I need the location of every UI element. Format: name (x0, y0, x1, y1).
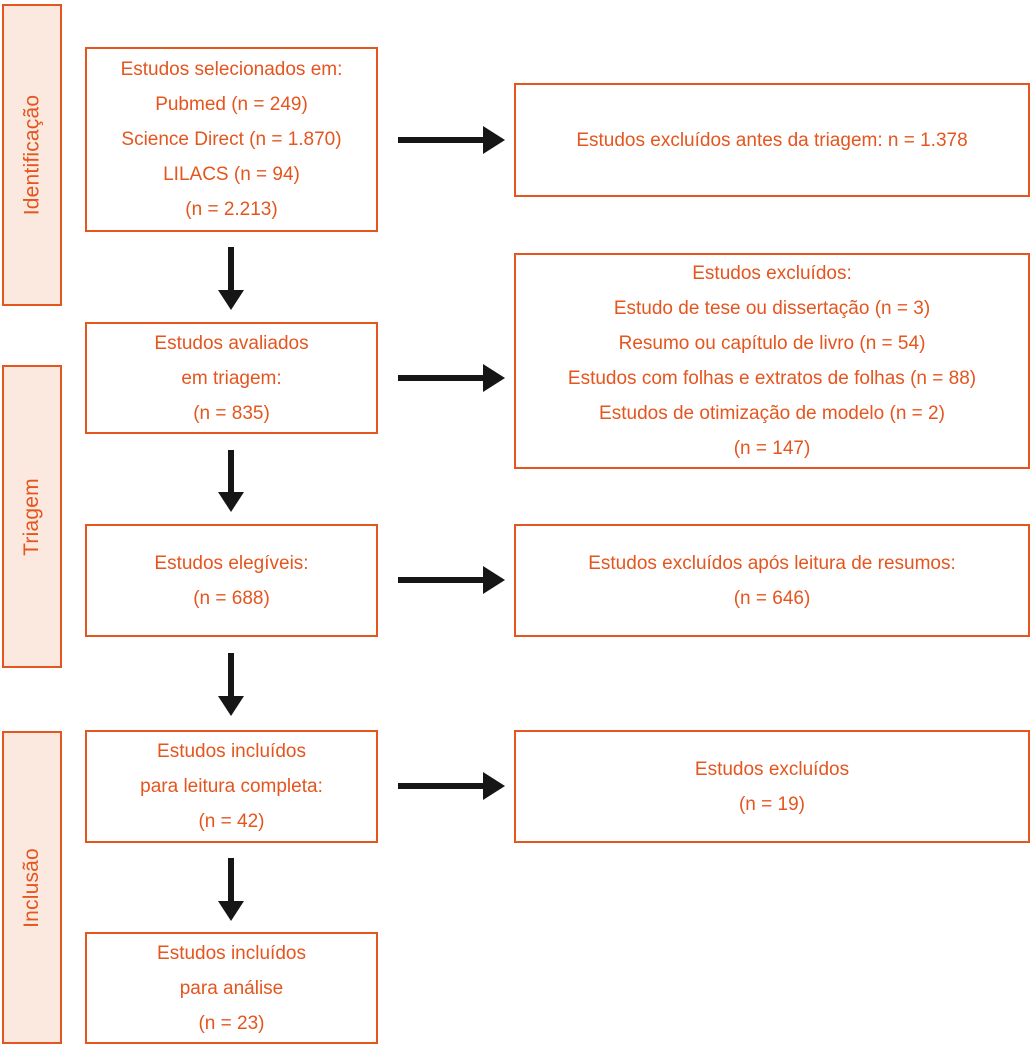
stage-identification-label: Identificação (20, 94, 44, 216)
box-line: (n = 42) (198, 811, 265, 832)
box-studies-included-analysis: Estudos incluídos para análise (n = 23) (85, 932, 378, 1044)
arrow-shaft (398, 577, 483, 583)
box-line: Estudos de otimização de modelo (n = 2) (599, 403, 945, 424)
arrow-shaft (398, 137, 483, 143)
box-line: Estudos excluídos após leitura de resumo… (588, 552, 956, 574)
box-line: LILACS (n = 94) (163, 164, 300, 185)
box-line: (n = 2.213) (185, 199, 278, 220)
box-line: Science Direct (n = 1.870) (121, 129, 342, 150)
box-line: Estudos excluídos: (692, 263, 852, 284)
down-arrow-icon (218, 858, 244, 921)
stage-inclusion-label: Inclusão (20, 847, 44, 928)
down-arrow-icon (218, 653, 244, 716)
arrow-head (483, 364, 505, 392)
arrow-shaft (398, 375, 483, 381)
box-line: (n = 835) (193, 402, 270, 424)
box-excluded-full-reading: Estudos excluídos (n = 19) (514, 730, 1030, 843)
right-arrow-icon (398, 772, 505, 800)
arrow-head (218, 696, 244, 716)
box-line: Estudos excluídos antes da triagem: n = … (576, 129, 968, 151)
box-studies-eligible: Estudos elegíveis: (n = 688) (85, 524, 378, 637)
box-line: (n = 646) (733, 587, 811, 609)
box-line: (n = 19) (738, 793, 805, 815)
stage-identification: Identificação (2, 4, 62, 306)
box-line: para leitura completa: (140, 776, 323, 797)
box-line: Estudos selecionados em: (120, 59, 343, 80)
box-line: (n = 688) (193, 587, 270, 609)
box-line: Pubmed (n = 249) (155, 94, 308, 115)
right-arrow-icon (398, 364, 505, 392)
arrow-head (218, 492, 244, 512)
arrow-head (218, 901, 244, 921)
box-line: Estudos avaliados (154, 332, 309, 354)
box-line: Estudos incluídos (157, 741, 306, 762)
box-line: para análise (179, 977, 284, 999)
box-line: Estudos com folhas e extratos de folhas … (567, 368, 977, 389)
down-arrow-icon (218, 247, 244, 310)
box-line: em triagem: (181, 367, 282, 389)
arrow-head (218, 290, 244, 310)
box-excluded-reasons: Estudos excluídos: Estudo de tese ou dis… (514, 253, 1030, 469)
box-line: Estudo de tese ou dissertação (n = 3) (613, 298, 931, 319)
down-arrow-icon (218, 450, 244, 512)
box-excluded-before-screening: Estudos excluídos antes da triagem: n = … (514, 83, 1030, 197)
arrow-shaft (228, 247, 234, 290)
stage-screening: Triagem (2, 365, 62, 668)
box-excluded-after-abstracts: Estudos excluídos após leitura de resumo… (514, 524, 1030, 637)
stage-screening-label: Triagem (20, 477, 44, 556)
box-studies-selected: Estudos selecionados em: Pubmed (n = 249… (85, 47, 378, 232)
right-arrow-icon (398, 126, 505, 154)
stage-inclusion: Inclusão (2, 731, 62, 1044)
box-line: (n = 147) (733, 438, 811, 459)
box-line: Resumo ou capítulo de livro (n = 54) (618, 333, 926, 354)
box-line: Estudos incluídos (157, 942, 306, 964)
arrow-shaft (228, 450, 234, 492)
box-line: Estudos excluídos (694, 758, 850, 780)
arrow-head (483, 772, 505, 800)
box-line: (n = 23) (198, 1012, 265, 1034)
right-arrow-icon (398, 566, 505, 594)
box-line: Estudos elegíveis: (154, 552, 309, 574)
arrow-shaft (228, 653, 234, 696)
arrow-shaft (398, 783, 483, 789)
arrow-shaft (228, 858, 234, 901)
arrow-head (483, 126, 505, 154)
box-studies-screened: Estudos avaliados em triagem: (n = 835) (85, 322, 378, 434)
arrow-head (483, 566, 505, 594)
box-studies-full-reading: Estudos incluídos para leitura completa:… (85, 730, 378, 843)
